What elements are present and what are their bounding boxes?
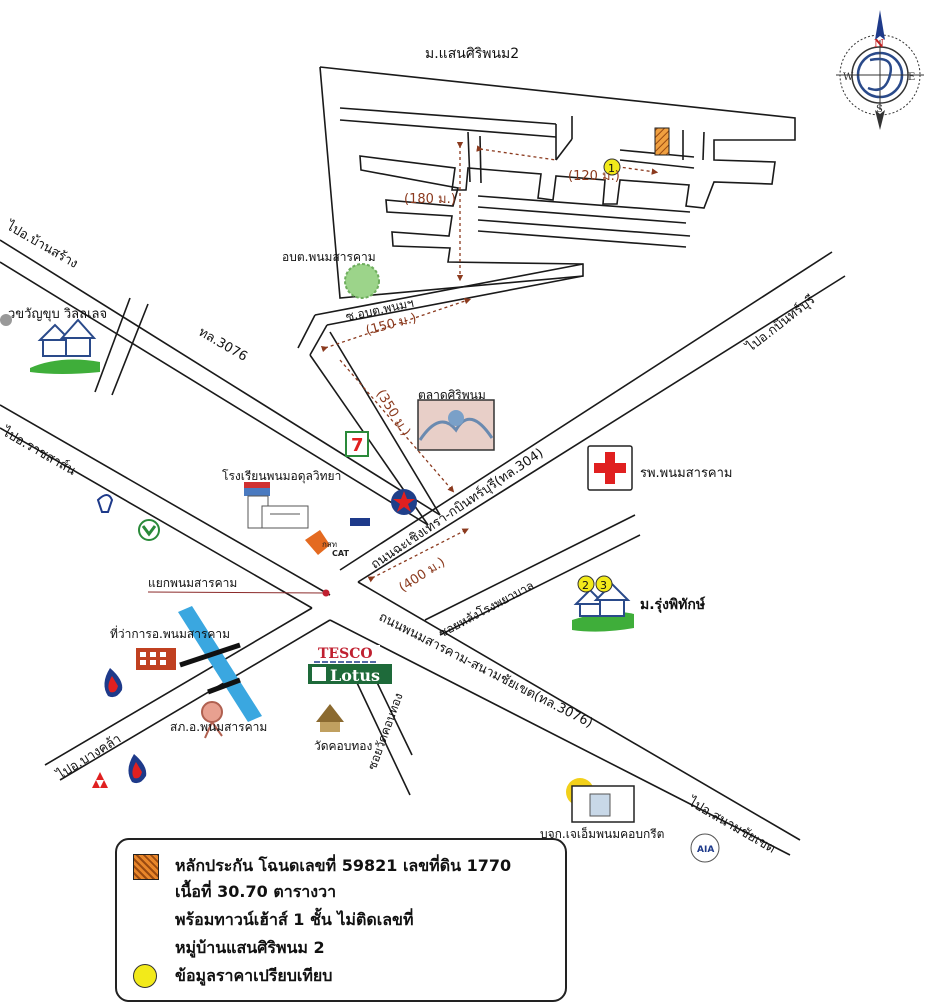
ptt-station-icon	[104, 668, 123, 698]
seven-eleven-icon: 7	[345, 431, 369, 457]
village-block	[319, 66, 796, 299]
legend-line-5: ข้อมูลราคาเปรียบเทียบ	[175, 966, 333, 985]
svg-text:1: 1	[608, 162, 615, 175]
rungpitak-village-label: ม.รุ่งพิทักษ์	[640, 597, 706, 613]
legend-line-3: พร้อมทาวน์เฮ้าส์ 1 ชั้น ไม่ติดเลขที่	[175, 910, 414, 929]
school-label: โรงเรียนพนมอดุลวิทยา	[222, 469, 342, 483]
compass-s: S	[876, 104, 883, 115]
legend-box: หลักประกัน โฉนดเลขที่ 59821 เลขที่ดิน 17…	[115, 838, 567, 1002]
legend-line-2: เนื้อที่ 30.70 ตารางวา	[175, 882, 337, 901]
gas-station-star-icon	[350, 489, 417, 526]
temple-label: วัดคอบทอง	[314, 739, 373, 753]
lotus-brand: Lotus	[330, 666, 380, 685]
compass-icon	[836, 10, 924, 130]
temple-icon	[316, 704, 344, 732]
compass-n: N	[874, 37, 884, 50]
rungpitak-village-icon	[572, 582, 634, 632]
kwanjai-village-label: วขวัญขุบ วิลลเลจ	[8, 307, 108, 322]
sao-office-icon	[344, 263, 380, 299]
school-icon	[244, 482, 309, 529]
tesco-lotus-logo	[308, 645, 392, 684]
comparison-marker-2: 2	[577, 575, 595, 593]
svg-text:7: 7	[351, 435, 364, 456]
distance-120: (120 ม.)	[568, 169, 620, 184]
svg-text:3: 3	[600, 579, 607, 592]
cat-brand: CAT	[332, 549, 349, 558]
cat-telecom-icon	[305, 530, 330, 555]
district-office-icon	[136, 648, 176, 670]
tesco-brand: TESCO	[318, 646, 373, 662]
concrete-company-icon	[566, 778, 635, 823]
comparison-marker-3: 3	[595, 575, 613, 593]
district-office-label: ที่ว่าการอ.พนมสารคาม	[110, 627, 231, 641]
compass-w: W	[843, 72, 854, 83]
intersection-dot	[322, 589, 330, 597]
legend-line-1: หลักประกัน โฉนดเลขที่ 59821 เลขที่ดิน 17…	[175, 856, 512, 875]
compass-e: E	[908, 72, 915, 83]
river	[178, 606, 262, 722]
cat-brand-th: กสท	[322, 540, 337, 549]
village-title: ม.แสนศิริพนม2	[425, 46, 520, 62]
legend-plot-swatch	[133, 854, 159, 880]
market-label: ตลาดศิริพนม	[418, 388, 486, 402]
kbank-icon	[138, 519, 160, 541]
mitsubishi-icon	[92, 772, 108, 788]
aia-brand: AIA	[697, 845, 714, 855]
hospital-icon	[587, 445, 633, 491]
concrete-company-label: บจก.เจเอ็มพนมคอบกรีต	[540, 827, 665, 841]
market-icon	[417, 399, 495, 451]
distance-180: (180 ม.)	[404, 192, 456, 207]
ptt-drop-icon	[96, 494, 114, 513]
subject-plot	[654, 127, 670, 156]
legend-marker-swatch	[133, 964, 157, 988]
comparison-marker-1: 1	[603, 158, 621, 176]
road-network	[0, 239, 846, 856]
ptt-station-icon-2	[128, 754, 147, 784]
police-icon	[201, 701, 223, 739]
sao-office-label: อบต.พนมสารคาม	[282, 250, 376, 264]
distance-paths	[320, 141, 659, 583]
kwanjai-village-icon	[0, 314, 100, 374]
hospital-label: รพ.พนมสารคาม	[640, 466, 733, 481]
aia-icon	[690, 833, 720, 863]
svg-text:2: 2	[582, 579, 589, 592]
intersection-label: แยกพนมสารคาม	[148, 576, 238, 590]
legend-line-4: หมู่บ้านแสนศิริพนม 2	[175, 938, 325, 957]
police-label: สภ.อ.พนมสารคาม	[170, 720, 268, 734]
